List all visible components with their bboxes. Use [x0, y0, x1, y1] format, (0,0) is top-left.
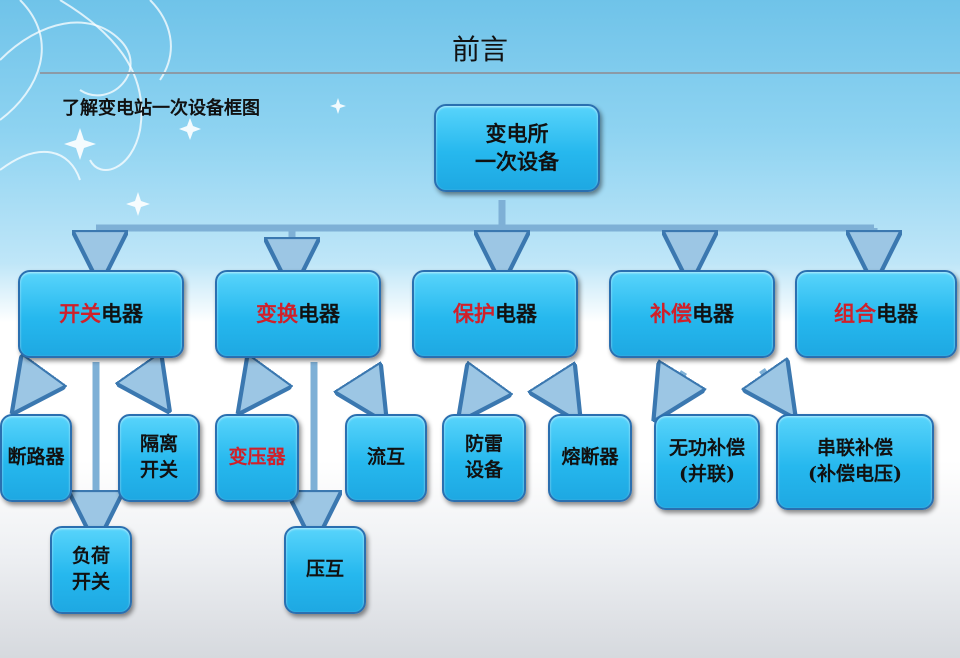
item-node-isolator: 隔离开关: [118, 414, 200, 502]
branch-arrow: [358, 378, 372, 400]
category-node: 变换电器: [215, 270, 381, 358]
item-node-lightning-protection: 防雷设备: [442, 414, 526, 502]
item-node-breaker: 断路器: [0, 414, 72, 502]
branch-arrow: [474, 378, 490, 400]
branch-arrow: [668, 372, 684, 398]
root-node: 变电所 一次设备: [434, 104, 600, 192]
category-node: 组合电器: [795, 270, 957, 358]
category-label: 变换电器: [256, 300, 340, 326]
item-node-load-switch: 负荷开关: [50, 526, 132, 614]
item-node-series-compensation: 串联补偿(补偿电压): [776, 414, 934, 510]
category-node: 补偿电器: [609, 270, 775, 358]
page-title: 前言: [451, 33, 508, 66]
category-label: 开关电器: [59, 300, 143, 326]
category-label: 组合电器: [834, 300, 918, 326]
branch-arrow: [254, 370, 270, 392]
title-divider: [40, 72, 960, 74]
category-node: 保护电器: [412, 270, 578, 358]
item-node-reactive-compensation: 无功补偿(并联): [654, 414, 760, 510]
branch-arrow: [552, 378, 566, 400]
item-node-fuse: 熔断器: [548, 414, 632, 502]
item-node-transformer: 变压器: [215, 414, 299, 502]
item-node-current-transformer: 流互: [345, 414, 427, 502]
root-line-2: 一次设备: [475, 149, 559, 174]
root-line-1: 变电所: [485, 120, 549, 146]
branch-arrow: [762, 370, 780, 396]
item-node-voltage-transformer: 压互: [284, 526, 366, 614]
category-label: 保护电器: [453, 300, 537, 326]
category-label: 补偿电器: [650, 300, 734, 326]
category-node: 开关电器: [18, 270, 184, 358]
branch-arrow: [28, 370, 44, 392]
branch-arrow: [140, 370, 154, 390]
subtitle: 了解变电站一次设备框图: [62, 98, 260, 119]
